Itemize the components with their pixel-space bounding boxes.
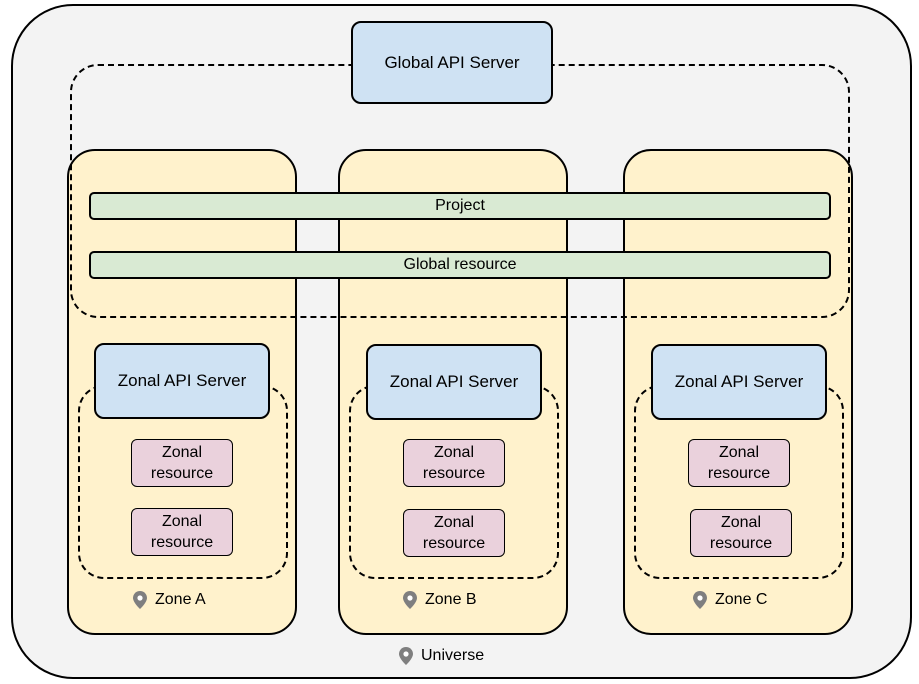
zone-c-api-server: Zonal API Server [651,344,827,420]
zone-a-resource-2: Zonal resource [131,508,233,556]
zone-b-api-server-label: Zonal API Server [389,372,519,391]
zone-b-resource-1: Zonal resource [403,439,505,487]
zone-b-resource-2: Zonal resource [403,509,505,557]
zone-c-resource-2: Zonal resource [690,509,792,557]
universe-label-text: Universe [421,647,485,664]
zone-c-resource-1: Zonal resource [688,439,790,487]
zone-a-api-server: Zonal API Server [94,343,270,419]
project-bar: Project [89,192,831,220]
project-label: Project [435,197,485,214]
zone-a-resource-1-label: Zonal resource [150,444,214,482]
zone-c-label-text: Zone C [715,591,768,608]
zone-a-resource-2-label: Zonal resource [150,513,214,551]
zone-a-label-text: Zone A [155,591,206,608]
zone-a-api-server-label: Zonal API Server [117,371,247,390]
zone-a-resource-1: Zonal resource [131,439,233,487]
zone-a-label: Zone A [133,589,206,611]
zone-b-resource-1-label: Zonal resource [422,444,486,482]
location-pin-icon [693,591,707,609]
global-api-server-label: Global API Server [384,52,520,72]
zone-c-api-server-label: Zonal API Server [674,372,804,391]
universe-label: Universe [399,645,484,667]
location-pin-icon [403,591,417,609]
zone-b-resource-2-label: Zonal resource [422,514,486,552]
global-resource-bar: Global resource [89,251,831,279]
global-api-server: Global API Server [351,21,553,104]
location-pin-icon [133,591,147,609]
zone-b-api-server: Zonal API Server [366,344,542,420]
zone-b-label-text: Zone B [425,591,477,608]
zone-c-label: Zone C [693,589,767,611]
location-pin-icon [399,647,413,665]
global-resource-label: Global resource [403,256,517,273]
zone-c-resource-1-label: Zonal resource [707,444,771,482]
zone-c-resource-2-label: Zonal resource [709,514,773,552]
zone-b-label: Zone B [403,589,477,611]
